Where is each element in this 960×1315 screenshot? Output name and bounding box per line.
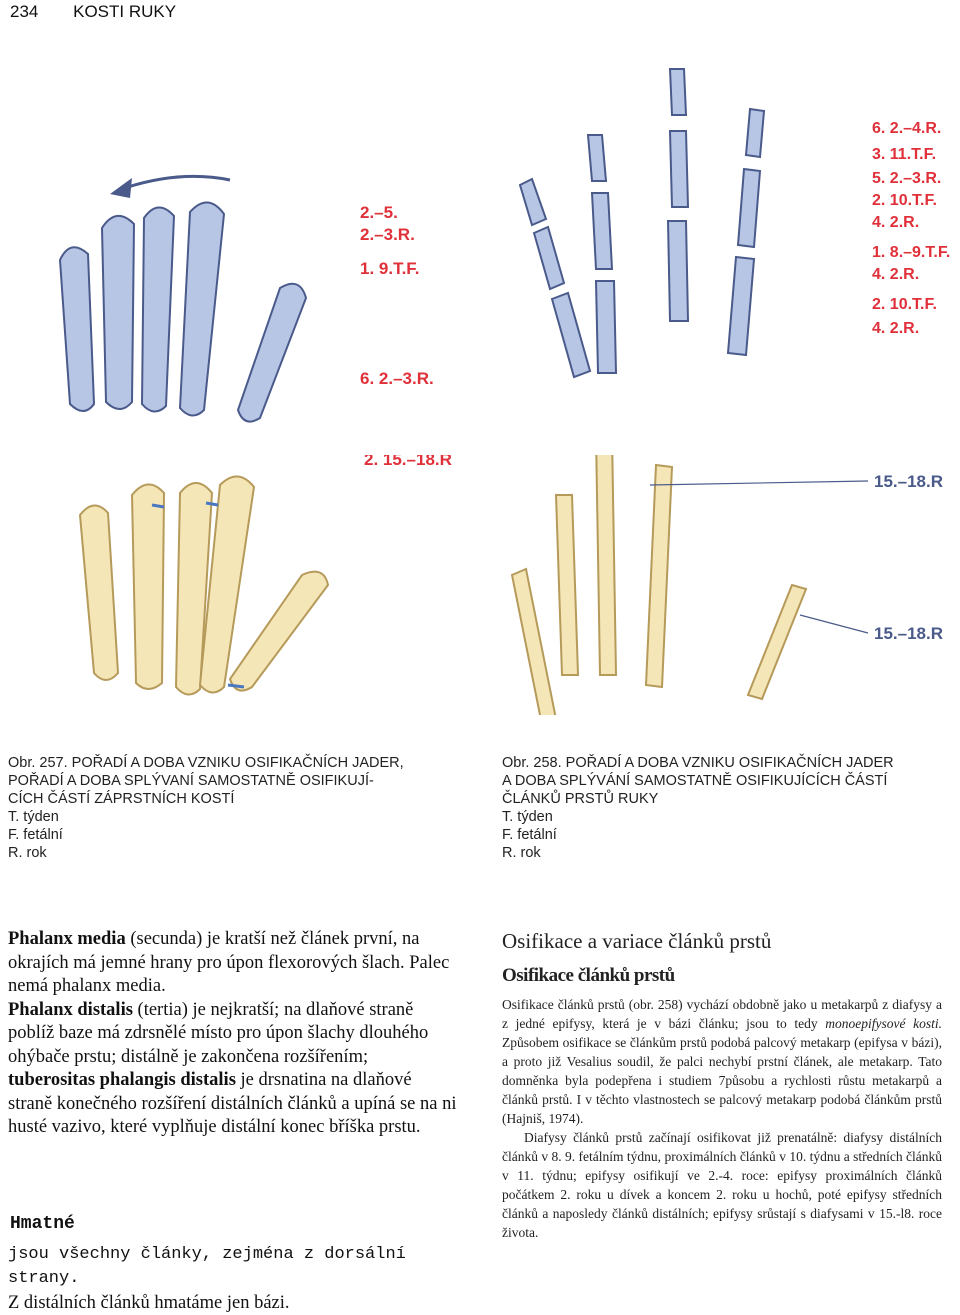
- metacarpal-2: [178, 201, 226, 417]
- term-phalanx-media: Phalanx media: [8, 929, 126, 949]
- fused-metacarpal-3: [174, 482, 214, 696]
- fig258-label-6: 1. 8.–9.T.F.: [872, 244, 950, 261]
- fig258-label-4: 2. 10.T.F.: [872, 192, 937, 209]
- caption-line: A DOBA SPLÝVÁNÍ SAMOSTATNĚ OSIFIKUJÍCÍCH…: [502, 773, 888, 789]
- metacarpal-4: [100, 215, 136, 410]
- phalanx-proximal-2: [726, 255, 756, 357]
- left-body-text: Phalanx media (secunda) je kratší než čl…: [8, 928, 458, 1140]
- phalanx-middle-5: [532, 225, 566, 291]
- growth-line: [205, 501, 219, 507]
- rotation-arrow: [124, 174, 231, 190]
- figure-fused-bones: 2. 15.–18.R 15.–18.R 15.–18.R: [40, 455, 960, 715]
- caption-line: Obr. 257. POŘADÍ A DOBA VZNIKU OSIFIKAČN…: [8, 755, 404, 771]
- fig258-label-1: 6. 2.–4.R.: [872, 120, 941, 137]
- term-tuberositas: tuberositas phalangis distalis: [8, 1070, 236, 1090]
- caption-line: ČLÁNKŮ PRSTŮ RUKY: [502, 791, 659, 807]
- caption-line: Obr. 258. POŘADÍ A DOBA VZNIKU OSIFIKAČN…: [502, 755, 894, 771]
- paragraph-phalanx-media: Phalanx media (secunda) je kratší než čl…: [8, 928, 458, 999]
- fig258-label-9: 4. 2.R.: [872, 320, 919, 337]
- fused-phalanx-5: [510, 567, 557, 715]
- fused-metacarpal-2: [198, 475, 256, 694]
- bottom-label-2: 15.–18.R: [874, 624, 943, 643]
- caption-line: F. fetální: [502, 827, 557, 843]
- fused-metacarpal-1: [228, 570, 330, 692]
- fig257-label-2: 2.–3.R.: [360, 225, 415, 244]
- phalanx-distal-5: [518, 177, 548, 227]
- caption-figure-258: Obr. 258. POŘADÍ A DOBA VZNIKU OSIFIKAČN…: [502, 754, 957, 862]
- arrow-head: [110, 178, 132, 198]
- hmatne-line-1: jsou všechny články, zejména z dorsální …: [8, 1245, 406, 1288]
- bottom-label-cut: 2. 15.–18.R: [364, 455, 452, 469]
- heading-hmatne: Hmatné: [10, 1214, 75, 1234]
- fused-phalanx-3: [595, 455, 618, 676]
- page-number: 234: [10, 2, 39, 21]
- fused-phalanx-2: [644, 463, 674, 689]
- caption-line: R. rok: [502, 845, 541, 861]
- bottom-label-1: 15.–18.R: [874, 472, 943, 491]
- fig257-label-1: 2.–5.: [360, 203, 398, 222]
- phalanx-distal-2: [744, 107, 766, 159]
- running-title: KOSTI RUKY: [73, 2, 177, 21]
- right-body-text: Osifikace článků prstů (obr. 258) vycház…: [502, 995, 942, 1242]
- growth-line: [151, 503, 165, 509]
- fig258-label-5: 4. 2.R.: [872, 214, 919, 231]
- growth-line: [227, 683, 245, 689]
- subsection-heading: Osifikace článků prstů: [502, 965, 675, 986]
- fig258-label-8: 2. 10.T.F.: [872, 296, 937, 313]
- page-header: 234 KOSTI RUKY: [10, 2, 176, 22]
- leader-line: [799, 614, 869, 634]
- hmatne-line-2: Z distálních článků hmatáme jen bázi.: [8, 1293, 290, 1313]
- phalanx-middle-3: [668, 130, 690, 208]
- paragraph-text: je drsnatina na dlaňové straně konečného…: [8, 1070, 457, 1137]
- fig257-label-4: 6. 2.–3.R.: [360, 369, 434, 388]
- fig258-label-3: 5. 2.–3.R.: [872, 170, 941, 187]
- paragraph-diafysy: Diafysy článků prstů začínají osifikovat…: [502, 1130, 942, 1240]
- term-monoepifysove: monoepifysové kosti.: [825, 1016, 942, 1031]
- paragraph-phalanx-distalis: Phalanx distalis (tertia) je nejkratší; …: [8, 999, 458, 1070]
- phalanx-middle-2: [736, 167, 762, 249]
- metacarpal-3: [140, 206, 176, 413]
- fused-metacarpal-4: [130, 483, 166, 690]
- paragraph-tuberositas: tuberositas phalangis distalis je drsnat…: [8, 1069, 458, 1140]
- fused-metacarpal-5: [78, 504, 120, 681]
- figure-257-metacarpals: 2.–5. 2.–3.R. 1. 9.T.F. 6. 2.–3.R.: [40, 160, 480, 450]
- section-heading: Osifikace a variace článků prstů: [502, 929, 772, 953]
- paragraph-ossification: Osifikace článků prstů (obr. 258) vycház…: [502, 995, 942, 1128]
- fused-phalanx-4: [554, 494, 580, 676]
- phalanx-proximal-5: [550, 291, 592, 379]
- caption-line: POŘADÍ A DOBA SPLÝVANÍ SAMOSTATNĚ OSIFIK…: [8, 773, 374, 789]
- phalanx-distal-4: [586, 134, 608, 182]
- phalanx-proximal-4: [594, 280, 618, 374]
- paragraph-text: (tertia) je nejkratší; na dlaňové straně…: [8, 999, 429, 1067]
- caption-line: T. týden: [502, 809, 553, 825]
- phalanx-proximal-3: [666, 220, 690, 322]
- fig258-label-2: 3. 11.T.F.: [872, 146, 936, 163]
- phalanx-middle-4: [590, 192, 614, 270]
- figure-258-phalanges: 6. 2.–4.R. 3. 11.T.F. 5. 2.–3.R. 2. 10.T…: [500, 65, 960, 405]
- metacarpal-5: [58, 246, 96, 412]
- paragraph-text: Osifikace článků prstů (obr. 258) vycház…: [502, 997, 942, 1031]
- term-phalanx-distalis: Phalanx distalis: [8, 999, 133, 1020]
- leader-line: [649, 480, 869, 486]
- fig258-label-7: 4. 2.R.: [872, 266, 919, 283]
- paragraph-text: (secunda) je kratší než článek první, na…: [8, 929, 450, 996]
- caption-line: R. rok: [8, 845, 47, 861]
- caption-line: F. fetální: [8, 827, 63, 843]
- fig257-label-3: 1. 9.T.F.: [360, 259, 420, 278]
- phalanx-distal-3: [668, 68, 688, 116]
- metacarpal-1: [236, 282, 308, 423]
- paragraph-text: Způsobem osifikace se článkům prstů podo…: [502, 1035, 942, 1126]
- hmatne-text: jsou všechny články, zejména z dorsální …: [8, 1243, 458, 1315]
- caption-figure-257: Obr. 257. POŘADÍ A DOBA VZNIKU OSIFIKAČN…: [8, 754, 463, 862]
- fused-phalanx-1: [746, 583, 808, 701]
- caption-line: T. týden: [8, 809, 59, 825]
- caption-line: CÍCH ČÁSTÍ ZÁPRSTNÍCH KOSTÍ: [8, 791, 235, 807]
